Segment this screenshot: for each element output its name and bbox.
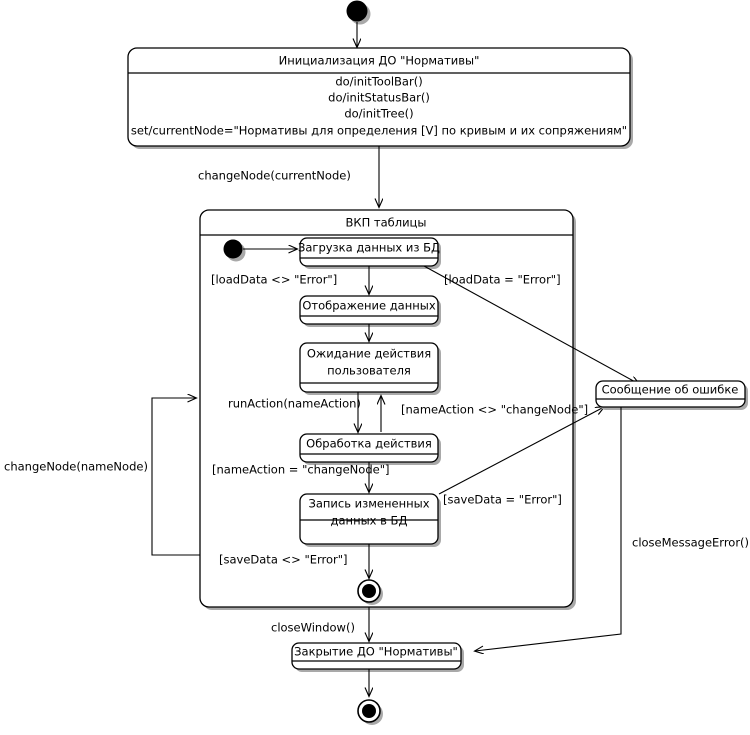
close-state[interactable]: Закрытие ДО "Нормативы" [291,642,464,672]
edge-label-wait-to-process: runAction(nameAction) [228,397,361,411]
composite-state[interactable]: ВКП таблицы [199,209,576,610]
edge-label-load-to-error: [loadData = "Error"] [444,273,561,287]
composite-state-title: ВКП таблицы [346,216,427,230]
load-data-state-title: Загрузка данных из БД [298,241,440,255]
init-state-action-3: do/initTree() [344,107,413,121]
edge-label-init-to-composite: changeNode(currentNode) [198,169,351,183]
init-state-title: Инициализация ДО "Нормативы" [279,54,480,68]
edge-error-to-close [475,407,622,651]
process-action-state-title: Обработка действия [306,437,432,451]
show-data-state-title: Отображение данных [302,299,436,313]
save-data-state-title-line2: данных в БД [331,514,408,528]
final-node [357,699,383,725]
edge-label-save-to-final: [saveData <> "Error"] [219,553,348,567]
edge-label-error-to-close: closeMessageError() [632,536,749,550]
edge-label-load-to-show: [loadData <> "Error"] [211,273,337,287]
load-data-state[interactable]: Загрузка данных из БД [298,237,441,269]
show-data-state[interactable]: Отображение данных [299,295,441,327]
init-state-action-2: do/initStatusBar() [328,91,430,105]
edge-label-process-to-save: [nameAction = "changeNode"] [212,463,389,477]
init-state[interactable]: Инициализация ДО "Нормативы" do/initTool… [127,47,633,149]
save-data-state[interactable]: Запись измененных данных в БД [299,493,441,547]
edge-label-save-to-error: [saveData = "Error"] [443,493,562,507]
save-data-state-title-line1: Запись измененных [308,497,429,511]
error-message-state-title: Сообщение об ошибке [602,383,739,397]
edge-composite-loop [151,398,200,556]
wait-user-state[interactable]: Ожидание действия пользователя [299,342,441,395]
edge-save-to-error [438,407,604,495]
error-message-state[interactable]: Сообщение об ошибке [595,380,748,410]
inner-start-node [223,239,246,262]
wait-user-state-title-line2: пользователя [327,364,411,378]
init-state-action-4: set/currentNode="Нормативы для определен… [131,124,627,138]
wait-user-state-title-line1: Ожидание действия [307,347,431,361]
process-action-state[interactable]: Обработка действия [299,433,441,465]
edge-label-composite-to-close: closeWindow() [271,621,355,635]
edge-label-composite-loop: changeNode(nameNode) [4,460,148,474]
close-state-title: Закрытие ДО "Нормативы" [294,645,458,659]
init-state-action-1: do/initToolBar() [335,75,422,89]
inner-final-node [357,579,383,605]
start-node [346,0,371,25]
edge-label-process-to-wait: [nameAction <> "changeNode"] [401,403,588,417]
edge-load-to-error [423,265,639,384]
